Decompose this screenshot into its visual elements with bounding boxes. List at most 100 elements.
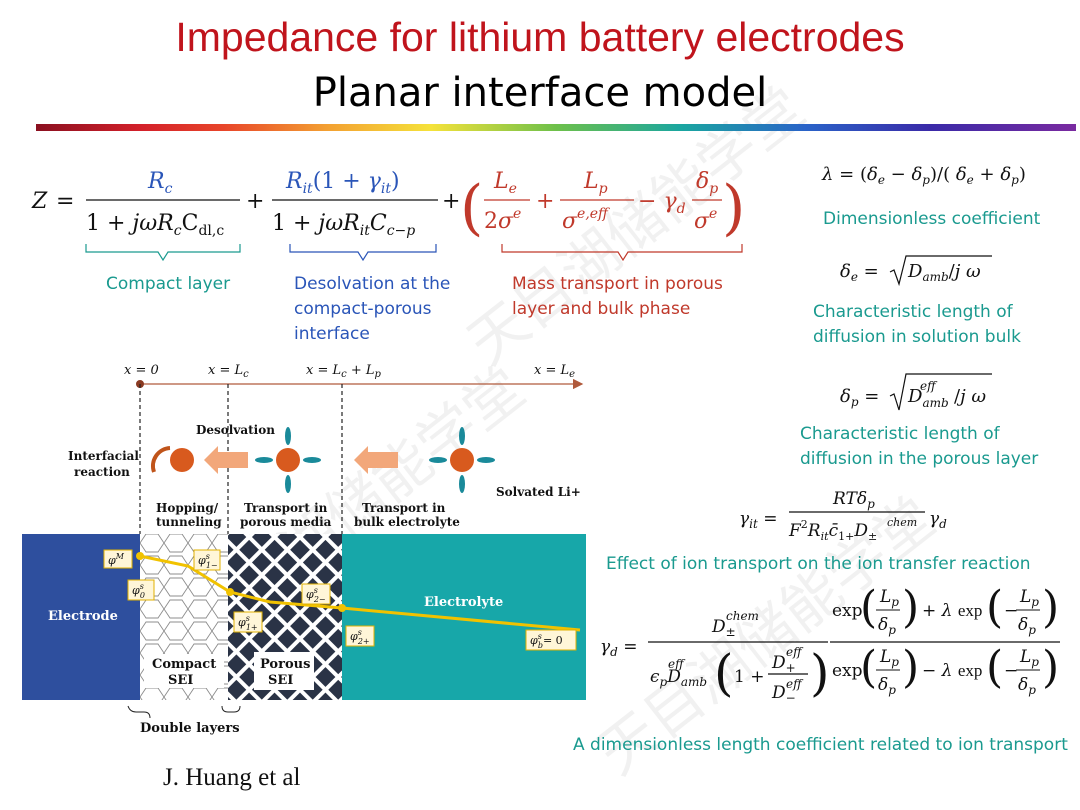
svg-text:δp: δp [696,169,718,197]
svg-text:δp: δp [878,615,896,637]
svg-text:SEI: SEI [168,673,193,688]
electrolyte-label: Electrolyte [424,595,503,610]
svg-text:eff: eff [786,645,804,659]
svg-text:porous media: porous media [240,515,332,529]
svg-text:δe =: δe = [840,261,879,284]
xLc-label: x = L [208,363,243,378]
page-subtitle: Planar interface model [312,70,768,116]
svg-text:+ λ exp: + λ exp [922,601,982,621]
lambda-formula: λ = (δe − δp)/( δe + δp) [821,164,1026,187]
svg-text:(: ( [860,642,877,693]
gamma-d-formula: γd = D± chem ϵpDamb eff ( 1 + D+ eff D− … [600,582,1060,705]
svg-text:φM: φM [108,552,125,567]
double-layers-label: Double layers [140,721,240,736]
svg-text:+: + [442,189,460,214]
svg-text:σe,eff: σe,eff [562,206,610,234]
svg-text:Transport in: Transport in [362,501,446,515]
svg-text:(: ( [860,582,877,633]
label-mass-transport: Mass transport in porous layer and bulk … [512,274,723,319]
svg-text:Damb/j ω: Damb/j ω [907,261,981,284]
label-desolvation: Desolvation at the compact-porous interf… [294,274,451,344]
reaction-arrow [150,446,171,473]
label-char-porous: Characteristic length of diffusion in th… [800,424,1039,469]
svg-text:−: − [1004,661,1018,681]
page-title: Impedance for lithium battery electrodes [175,14,905,60]
svg-text:): ) [902,582,919,633]
label-char-bulk: Characteristic length of diffusion in so… [813,302,1021,347]
svg-text:): ) [902,642,919,693]
svg-text:Compact: Compact [152,657,216,672]
svg-text:2σe: 2σe [484,206,521,234]
svg-text:δp: δp [1018,675,1036,697]
electrolyte-region [342,534,586,700]
solvated-label: Solvated Li+ [496,485,581,499]
solvated-ion-icon [255,427,321,493]
svg-text:): ) [810,644,830,702]
svg-text:Rit(1 + γit): Rit(1 + γit) [285,169,400,197]
svg-text:φsb= 0: φsb= 0 [530,632,563,650]
interfacial-label: Interfacial [68,449,139,463]
svg-text:(: ( [460,173,483,243]
gamma-it-formula: γit = RTδp F2Ritc̄1+D± chem γd [739,489,947,543]
svg-text:exp: exp [832,661,863,681]
svg-text:chem: chem [726,609,759,623]
svg-text:/j ω: /j ω [954,386,986,407]
solvated-ion-icon [429,427,495,493]
svg-text:=: = [56,189,74,214]
svg-text:1 + jωRcCdl,c: 1 + jωRcCdl,c [86,211,224,239]
svg-text:λ = (δe − δp)/( δe + δp): λ = (δe − δp)/( δe + δp) [821,164,1026,187]
x0-label: x = 0 [124,363,159,378]
svg-text:F2Ritc̄1+D±: F2Ritc̄1+D± [788,518,877,543]
svg-text:Lp: Lp [1019,587,1039,609]
svg-text:bulk electrolyte: bulk electrolyte [354,515,460,529]
svg-text:chem: chem [887,516,917,529]
desolvation-arrow [204,446,248,474]
svg-text:Lp: Lp [879,647,899,669]
svg-text:1 + jωRitCc−p: 1 + jωRitCc−p [272,211,415,239]
li-ion-icon [170,448,194,472]
svg-text:− λ exp: − λ exp [922,661,982,681]
svg-text:(: ( [714,644,734,702]
electrode-label: Electrode [48,609,118,624]
svg-text:x = Lc: x = Lc [208,363,249,380]
svg-text:SEI: SEI [268,673,293,688]
svg-text:Porous: Porous [260,657,310,672]
svg-text:Le: Le [493,169,517,197]
xLe-label: x = L [534,363,569,378]
svg-text:Hopping/: Hopping/ [156,501,219,515]
svg-text:Lp: Lp [583,169,608,197]
svg-text:x = Lc + Lp: x = Lc + Lp [306,363,382,380]
svg-text:Lp: Lp [1019,647,1039,669]
delta-p-formula: δp = Damb eff /j ω [840,373,992,411]
transport-arrow [354,446,398,474]
svg-text:): ) [1042,582,1059,633]
svg-text:): ) [722,173,745,243]
xLcLp-label: x = L [306,363,341,378]
svg-text:+: + [536,189,554,214]
label-effect: Effect of ion transport on the ion trans… [606,554,1031,574]
svg-text:1 +: 1 + [734,667,764,687]
svg-text:δp: δp [878,675,896,697]
svg-text:x = Le: x = Le [534,363,575,380]
author-credit: J. Huang et al [163,764,301,791]
phiM-label: φ [108,554,116,567]
svg-text:Lp: Lp [879,587,899,609]
svg-text:RTδp: RTδp [832,489,875,511]
rainbow-divider [36,124,1076,131]
svg-text:φs0: φs0 [132,582,145,600]
potential-line [139,554,581,632]
svg-text:Transport in: Transport in [244,501,328,515]
impedance-equation: Z = Rc 1 + jωRcCdl,c + Rit(1 + γit) 1 + … [31,169,745,262]
svg-text:γd =: γd = [600,637,638,659]
svg-text:eff: eff [668,657,686,671]
svg-text:tunneling: tunneling [156,515,222,529]
svg-text:δp: δp [1018,615,1036,637]
phi-b-label: = 0 [543,634,563,647]
label-length-coeff: A dimensionless length coefficient relat… [573,735,1068,755]
label-compact-layer: Compact layer [106,274,231,294]
svg-text:γd: γd [929,509,947,531]
svg-text:): ) [1042,642,1059,693]
label-dimensionless: Dimensionless coefficient [823,209,1041,229]
svg-text:δp =: δp = [840,386,879,409]
svg-text:γit =: γit = [739,509,778,531]
